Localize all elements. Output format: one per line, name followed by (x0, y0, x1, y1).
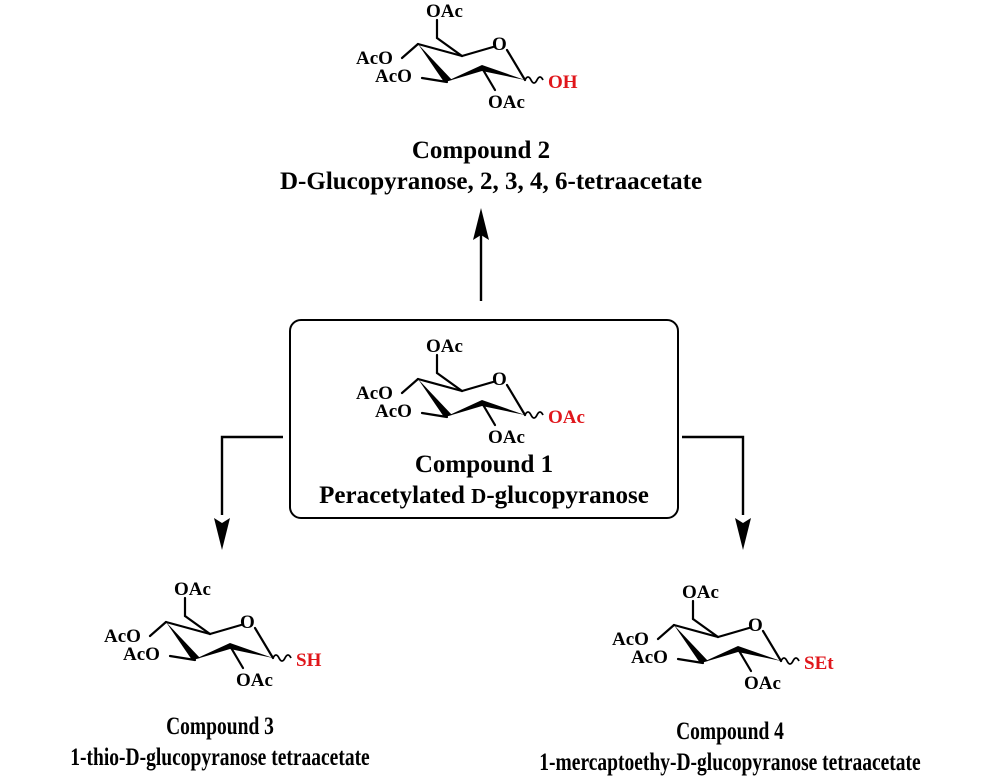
compound-2-caption: Compound 2 D-Glucopyranose, 2, 3, 4, 6-t… (280, 137, 703, 195)
compound-1-name-prefix: Peracetylated (319, 482, 472, 509)
bond-c5-o (716, 626, 751, 639)
wedge-c3-c2 (445, 65, 482, 82)
label-c6-oac: OAc (426, 1, 463, 22)
wedge-c4-c3 (166, 622, 200, 660)
label-c4-aco: AcO (356, 48, 393, 69)
label-c4-aco: AcO (612, 629, 649, 650)
wedge-c2-c1 (482, 65, 525, 80)
compound-4-title: Compound 4 (676, 718, 784, 745)
bond-c4-c5 (164, 620, 212, 636)
compound-1-caption: Compound 1 Peracetylated D-glucopyranose (289, 452, 679, 508)
compound-3-title: Compound 3 (166, 713, 274, 740)
label-c2-oac: OAc (744, 673, 781, 694)
arrow-to-compound-4 (682, 435, 751, 550)
bond-c6-c5 (691, 617, 720, 639)
wedge-c4-c3 (674, 625, 708, 663)
compound-1-name: Peracetylated D-glucopyranose (289, 483, 679, 508)
bond-c5-o (460, 45, 495, 58)
label-ring-oxygen: O (240, 612, 255, 633)
arrowhead-down-icon (214, 518, 230, 550)
label-c6-oac: OAc (174, 579, 211, 600)
label-c3-aco: AcO (631, 647, 668, 668)
bond-o-c1 (253, 626, 275, 660)
compound-3-caption: Compound 3 1-thio-D-glucopyranose tetraa… (0, 714, 460, 770)
bond-c2-oac (480, 401, 497, 427)
bond-o-c1 (505, 383, 527, 417)
compound-4-name: 1-mercaptoethy-D-glucopyranose tetraacet… (539, 749, 921, 776)
wedge-c3-c2 (701, 646, 738, 663)
label-anomeric-substituent: OAc (548, 407, 585, 428)
wavy-anomeric-bond (524, 76, 544, 84)
bond-c4-oac (656, 623, 676, 641)
wedge-c3-c2 (193, 643, 230, 660)
label-ring-oxygen: O (492, 369, 507, 390)
label-ring-oxygen: O (492, 34, 507, 55)
compound-1-name-d: D (471, 484, 487, 508)
wedge-c2-c1 (482, 400, 525, 415)
compound-2-name: D-Glucopyranose, 2, 3, 4, 6-tetraacetate (280, 168, 703, 195)
label-c4-aco: AcO (356, 383, 393, 404)
bond-c4-oac (400, 42, 420, 60)
bond-c2-oac (480, 66, 497, 92)
bond-c4-c5 (416, 42, 464, 58)
label-anomeric-substituent: SH (296, 650, 322, 671)
bond-c2-oac (228, 644, 245, 670)
label-c2-oac: OAc (488, 427, 525, 448)
bond-c6-c5 (183, 614, 212, 636)
label-c3-aco: AcO (375, 401, 412, 422)
label-c4-aco: AcO (104, 626, 141, 647)
compound-1-title: Compound 1 (414, 451, 554, 478)
arrowhead-up-icon (473, 208, 489, 240)
wedge-c2-c1 (230, 643, 273, 658)
label-c6-oac: OAc (426, 336, 463, 357)
bond-o-c1 (505, 48, 527, 82)
wedge-c4-c3 (418, 379, 452, 417)
compound-1-name-suffix: -glucopyranose (486, 482, 649, 509)
label-anomeric-substituent: OH (548, 72, 578, 93)
compound-2-title: Compound 2 (411, 137, 551, 164)
wedge-c4-c3 (418, 44, 452, 82)
bond-c3-oac (168, 654, 197, 662)
compound-1-box (289, 319, 679, 519)
bond-c5-o (460, 380, 495, 393)
bond-c4-c5 (416, 377, 464, 393)
wavy-anomeric-bond (780, 657, 800, 665)
wedge-c3-c2 (445, 400, 482, 417)
bond-c3-oac (420, 411, 449, 419)
label-anomeric-substituent: SEt (804, 653, 834, 674)
label-c3-aco: AcO (123, 644, 160, 665)
wavy-anomeric-bond (524, 411, 544, 419)
label-ring-oxygen: O (748, 615, 763, 636)
compound-3-name: 1-thio-D-glucopyranose tetraacetate (70, 744, 370, 771)
bond-c3-oac (676, 657, 705, 665)
wavy-anomeric-bond (272, 654, 292, 662)
arrow-to-compound-3 (214, 435, 283, 550)
label-c3-aco: AcO (375, 66, 412, 87)
bond-c6-c5 (435, 36, 464, 58)
bond-c6-c5 (435, 371, 464, 393)
bond-o-c1 (761, 629, 783, 663)
bond-c2-oac (736, 647, 753, 673)
arrowhead-down-icon (735, 518, 751, 550)
bond-c3-oac (420, 76, 449, 84)
label-c2-oac: OAc (236, 670, 273, 691)
label-c2-oac: OAc (488, 92, 525, 113)
bond-c4-c5 (672, 623, 720, 639)
bond-c4-oac (400, 377, 420, 395)
label-c6-oac: OAc (682, 582, 719, 603)
bond-c5-o (208, 623, 243, 636)
arrow-to-compound-2 (473, 208, 489, 301)
compound-4-caption: Compound 4 1-mercaptoethy-D-glucopyranos… (430, 719, 1000, 775)
wedge-c2-c1 (738, 646, 781, 661)
bond-c4-oac (148, 620, 168, 638)
